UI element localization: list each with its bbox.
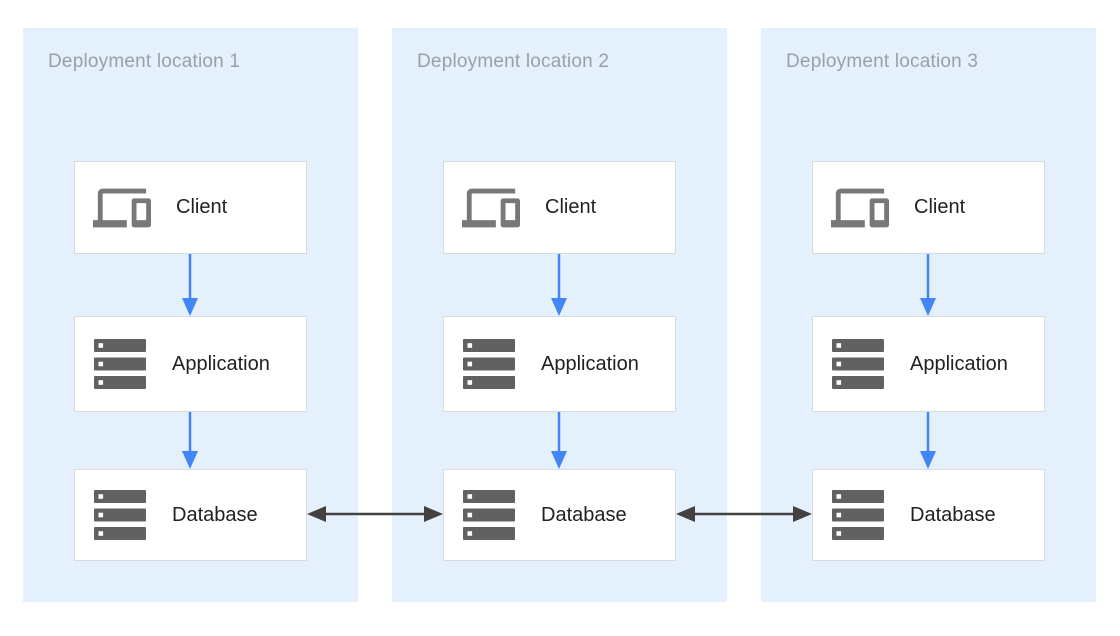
node-label: Client: [545, 196, 597, 218]
server-stack-icon: [462, 337, 516, 391]
node-label: Client: [914, 196, 966, 218]
application-node: Application: [443, 316, 676, 412]
zone-title: Deployment location 2: [417, 51, 610, 72]
server-stack-icon: [462, 488, 516, 542]
devices-icon: [93, 179, 151, 237]
zone-title: Deployment location 1: [48, 51, 241, 72]
flow-arrow-application-to-database: [182, 412, 198, 469]
node-label: Database: [541, 503, 627, 526]
deployment-zone-3: Deployment location 3 Client: [761, 28, 1096, 602]
node-label: Application: [541, 352, 639, 375]
server-stack-icon: [831, 337, 885, 391]
database-node: Database: [812, 469, 1045, 561]
server-stack-icon: [93, 488, 147, 542]
devices-icon: [831, 179, 889, 237]
flow-arrow-application-to-database: [920, 412, 936, 469]
replication-arrow-db2-db3: [676, 506, 812, 522]
replication-arrow-db1-db2: [307, 506, 443, 522]
application-node: Application: [74, 316, 307, 412]
client-node: Client: [74, 161, 307, 254]
deployment-zone-2: Deployment location 2 Client: [392, 28, 727, 602]
devices-icon: [462, 179, 520, 237]
flow-arrow-application-to-database: [551, 412, 567, 469]
node-label: Application: [910, 352, 1008, 375]
client-node: Client: [443, 161, 676, 254]
application-node: Application: [812, 316, 1045, 412]
flow-arrow-client-to-application: [920, 254, 936, 316]
server-stack-icon: [831, 488, 885, 542]
server-stack-icon: [93, 337, 147, 391]
node-label: Database: [910, 503, 996, 526]
node-label: Application: [172, 352, 270, 375]
flow-arrow-client-to-application: [551, 254, 567, 316]
client-node: Client: [812, 161, 1045, 254]
database-node: Database: [443, 469, 676, 561]
deployment-zone-1: Deployment location 1 Client: [23, 28, 358, 602]
database-node: Database: [74, 469, 307, 561]
flow-arrow-client-to-application: [182, 254, 198, 316]
node-label: Database: [172, 503, 258, 526]
zone-title: Deployment location 3: [786, 51, 979, 72]
node-label: Client: [176, 196, 228, 218]
